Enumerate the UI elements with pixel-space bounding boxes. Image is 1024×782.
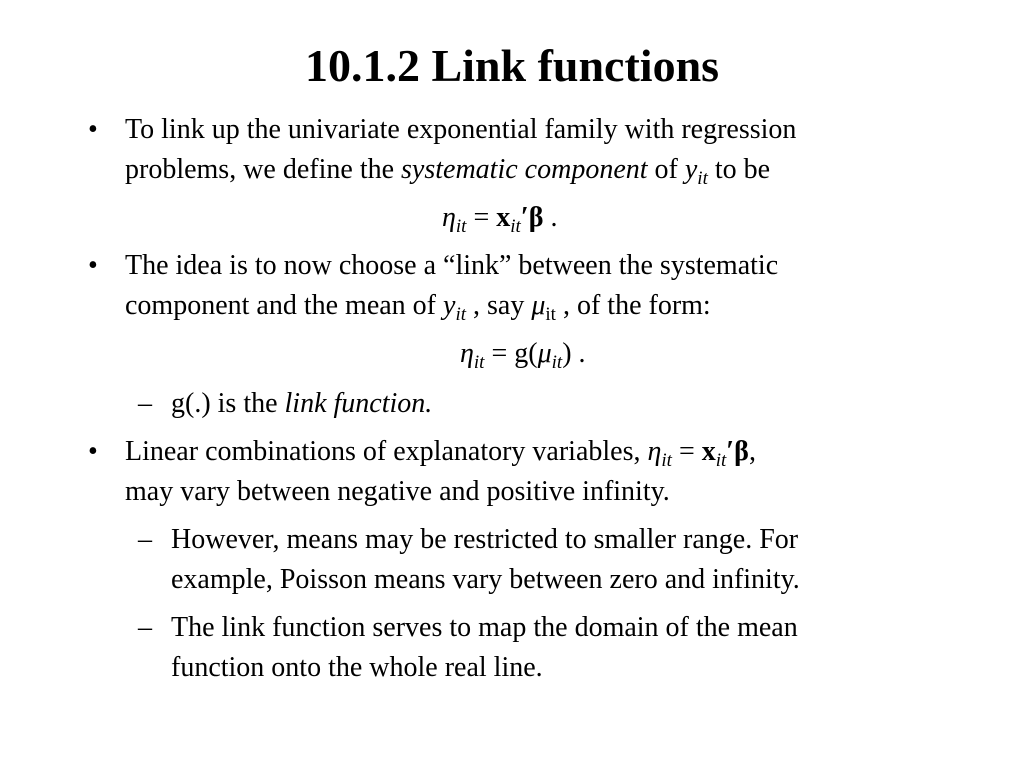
- eta-symbol: η: [442, 202, 456, 233]
- y-subscript: it: [697, 168, 708, 189]
- bullet-2-line-2: component and the mean of yit , say μit …: [125, 286, 711, 335]
- equals-g-open: = g(: [484, 338, 538, 369]
- mu-symbol: μ: [537, 338, 552, 369]
- sub-bullet-3-line-2: function onto the whole real line.: [171, 652, 543, 683]
- prime-symbol: ′: [520, 202, 529, 233]
- y-subscript: it: [455, 304, 467, 325]
- x-vector: x: [701, 436, 716, 467]
- bullet-1-text-c: to be: [707, 154, 771, 185]
- bullet-3-line-2: may vary between negative and positive i…: [125, 476, 670, 507]
- x-subscript: it: [715, 450, 727, 471]
- eta-subscript: it: [455, 216, 467, 237]
- bullet-2-text-a: component and the mean of: [125, 290, 444, 321]
- bullet-2-text-c: , of the form:: [555, 290, 711, 321]
- bullet-2-text-b: , say: [466, 290, 532, 321]
- y-variable: y: [684, 154, 698, 185]
- sub-bullet-2-line-2: example, Poisson means vary between zero…: [171, 564, 800, 595]
- x-vector: x: [496, 202, 511, 233]
- bullet-3-line-1: Linear combinations of explanatory varia…: [125, 432, 756, 481]
- mu-subscript: it: [545, 304, 556, 325]
- slide-title: 10.1.2 Link functions: [304, 40, 720, 91]
- sub-bullet-1: g(.) is the link function.: [171, 384, 432, 424]
- equation-period: .: [543, 202, 558, 233]
- y-variable: y: [443, 290, 456, 321]
- beta-vector: β: [528, 202, 544, 233]
- dash-marker: –: [138, 524, 152, 555]
- sub-bullet-1-text: g(.) is the: [171, 388, 285, 419]
- dash-marker: –: [138, 388, 152, 419]
- comma: ,: [748, 436, 756, 467]
- bullet-1-line-1: To link up the univariate exponential fa…: [125, 114, 797, 145]
- equation-systematic-component: ηit = xit′β .: [442, 198, 557, 247]
- sub-bullet-3-line-1: The link function serves to map the doma…: [171, 612, 798, 643]
- bullet-1-text-a: problems, we define the: [125, 154, 402, 185]
- eta-symbol: η: [460, 338, 474, 369]
- eta-subscript: it: [661, 450, 672, 471]
- bullet-3-text-a: Linear combinations of explanatory varia…: [125, 436, 648, 467]
- prime-symbol: ′: [726, 436, 735, 467]
- mu-symbol: μ: [531, 290, 546, 321]
- equation-link: ηit = g(μit) .: [460, 334, 586, 383]
- equals-sign: =: [466, 202, 497, 233]
- systematic-component-term: systematic component: [401, 154, 648, 185]
- bullet-1-text-b: of: [647, 154, 685, 185]
- eta-symbol: η: [647, 436, 662, 467]
- bullet-marker: •: [88, 250, 98, 281]
- dash-marker: –: [138, 612, 152, 643]
- equals-sign: =: [671, 436, 702, 467]
- equation-period: .: [571, 338, 586, 369]
- bullet-2-line-1: The idea is to now choose a “link” betwe…: [125, 250, 779, 281]
- mu-subscript: it: [551, 352, 563, 373]
- bullet-1-line-2: problems, we define the systematic compo…: [125, 150, 770, 199]
- close-paren: ): [562, 338, 572, 369]
- bullet-marker: •: [88, 436, 98, 467]
- link-function-term: link function.: [284, 388, 433, 419]
- beta-vector: β: [734, 436, 749, 467]
- sub-bullet-2-line-1: However, means may be restricted to smal…: [171, 524, 799, 555]
- bullet-marker: •: [88, 114, 98, 145]
- eta-subscript: it: [473, 352, 485, 373]
- x-subscript: it: [510, 216, 521, 237]
